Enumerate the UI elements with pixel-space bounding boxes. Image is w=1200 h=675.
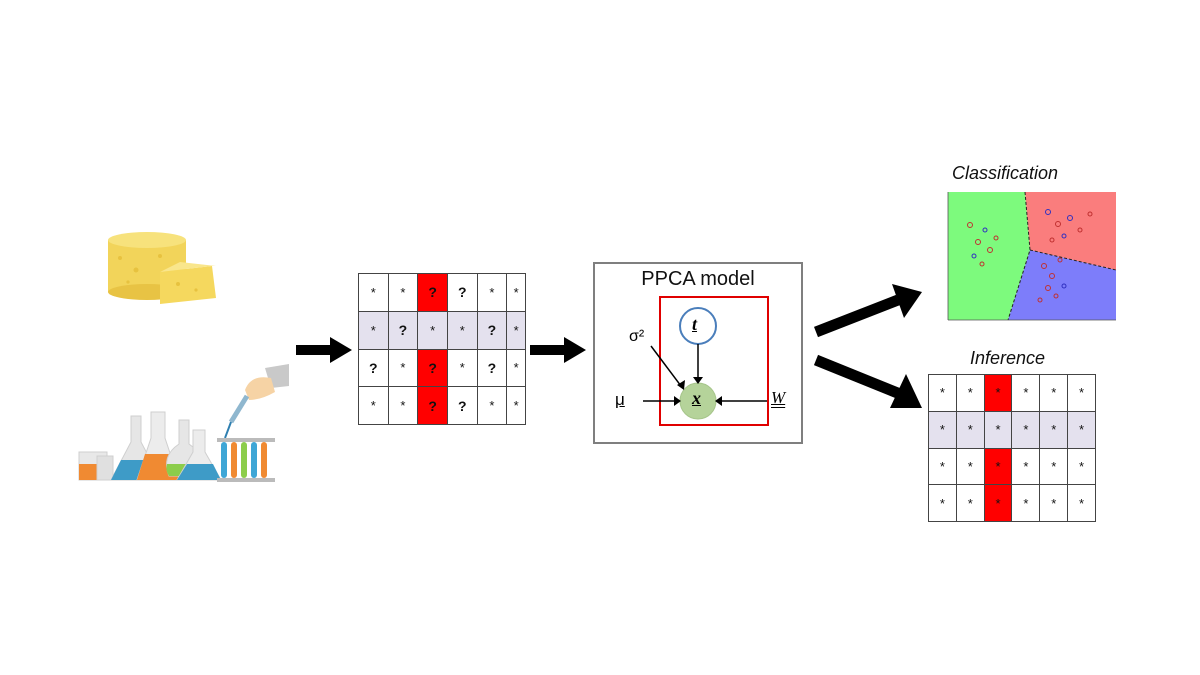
value-cell: * <box>983 484 1013 522</box>
value-cell: * <box>358 273 389 312</box>
value-cell: * <box>358 310 389 350</box>
pipette-hand-icon <box>224 364 289 439</box>
red-region <box>1025 192 1116 270</box>
classification-label: Classification <box>952 163 1059 183</box>
value-cell: * <box>1039 374 1069 412</box>
value-cell: * <box>1039 447 1069 486</box>
table-row: ****** <box>928 410 1096 449</box>
value-cell: * <box>387 386 419 425</box>
value-cell: * <box>446 310 478 350</box>
mu-label: μ <box>615 390 625 409</box>
weights-label: W <box>771 388 786 407</box>
value-cell: * <box>387 348 419 388</box>
value-cell: * <box>955 447 985 486</box>
arrow-to-data-icon <box>296 337 352 363</box>
table-row: **??** <box>358 273 526 312</box>
missing-cell: ? <box>358 348 389 388</box>
missing-cell: ? <box>417 386 448 425</box>
value-cell: * <box>387 273 419 312</box>
arrow-to-classification-icon <box>814 284 922 338</box>
value-cell: * <box>928 374 957 412</box>
value-cell: * <box>1011 447 1041 486</box>
value-cell: * <box>983 374 1013 412</box>
observed-label: x <box>692 388 701 408</box>
value-cell: * <box>928 484 957 522</box>
green-region <box>948 192 1030 320</box>
arrow-to-inference-icon <box>813 354 922 408</box>
arrow-to-model-icon <box>530 337 586 363</box>
table-row: ?*?*?* <box>358 348 526 388</box>
plate <box>659 296 769 426</box>
ppca-graph <box>643 307 767 420</box>
value-cell: * <box>1067 410 1096 449</box>
value-cell: * <box>476 273 508 312</box>
value-cell: * <box>955 374 985 412</box>
value-cell: * <box>1011 374 1041 412</box>
value-cell: * <box>358 386 389 425</box>
value-cell: * <box>506 348 526 388</box>
missing-cell: ? <box>476 348 508 388</box>
value-cell: * <box>506 310 526 350</box>
missing-cell: ? <box>476 310 508 350</box>
value-cell: * <box>417 310 448 350</box>
value-cell: * <box>1011 410 1041 449</box>
value-cell: * <box>446 348 478 388</box>
cheese-icon <box>108 232 216 304</box>
value-cell: * <box>1067 374 1096 412</box>
value-cell: * <box>476 386 508 425</box>
table-row: **??** <box>358 386 526 425</box>
model-title: PPCA model <box>641 268 755 290</box>
value-cell: * <box>1067 447 1096 486</box>
latent-label: t <box>692 314 698 334</box>
sigma-label: σ² <box>629 328 645 345</box>
table-row: ****** <box>928 447 1096 486</box>
missing-cell: ? <box>417 273 448 312</box>
inferred-data-matrix: ************************ <box>928 374 1096 522</box>
value-cell: * <box>983 410 1013 449</box>
value-cell: * <box>506 273 526 312</box>
ppca-model-box: PPCA model t x σ² μ W <box>593 262 803 444</box>
value-cell: * <box>506 386 526 425</box>
value-cell: * <box>955 484 985 522</box>
input-data-matrix: **??***?**?*?*?*?***??** <box>358 273 526 425</box>
value-cell: * <box>1011 484 1041 522</box>
table-row: *?**?* <box>358 310 526 350</box>
inference-label: Inference <box>970 348 1046 368</box>
value-cell: * <box>1039 410 1069 449</box>
missing-cell: ? <box>446 273 478 312</box>
laboratory-flasks-icon <box>78 364 289 482</box>
missing-cell: ? <box>446 386 478 425</box>
value-cell: * <box>928 410 957 449</box>
value-cell: * <box>983 447 1013 486</box>
latent-node <box>679 307 717 345</box>
value-cell: * <box>1039 484 1069 522</box>
table-row: ****** <box>928 374 1096 412</box>
classification-plot <box>947 191 1117 321</box>
value-cell: * <box>1067 484 1096 522</box>
missing-cell: ? <box>387 310 419 350</box>
missing-cell: ? <box>417 348 448 388</box>
table-row: ****** <box>928 484 1096 522</box>
value-cell: * <box>955 410 985 449</box>
value-cell: * <box>928 447 957 486</box>
